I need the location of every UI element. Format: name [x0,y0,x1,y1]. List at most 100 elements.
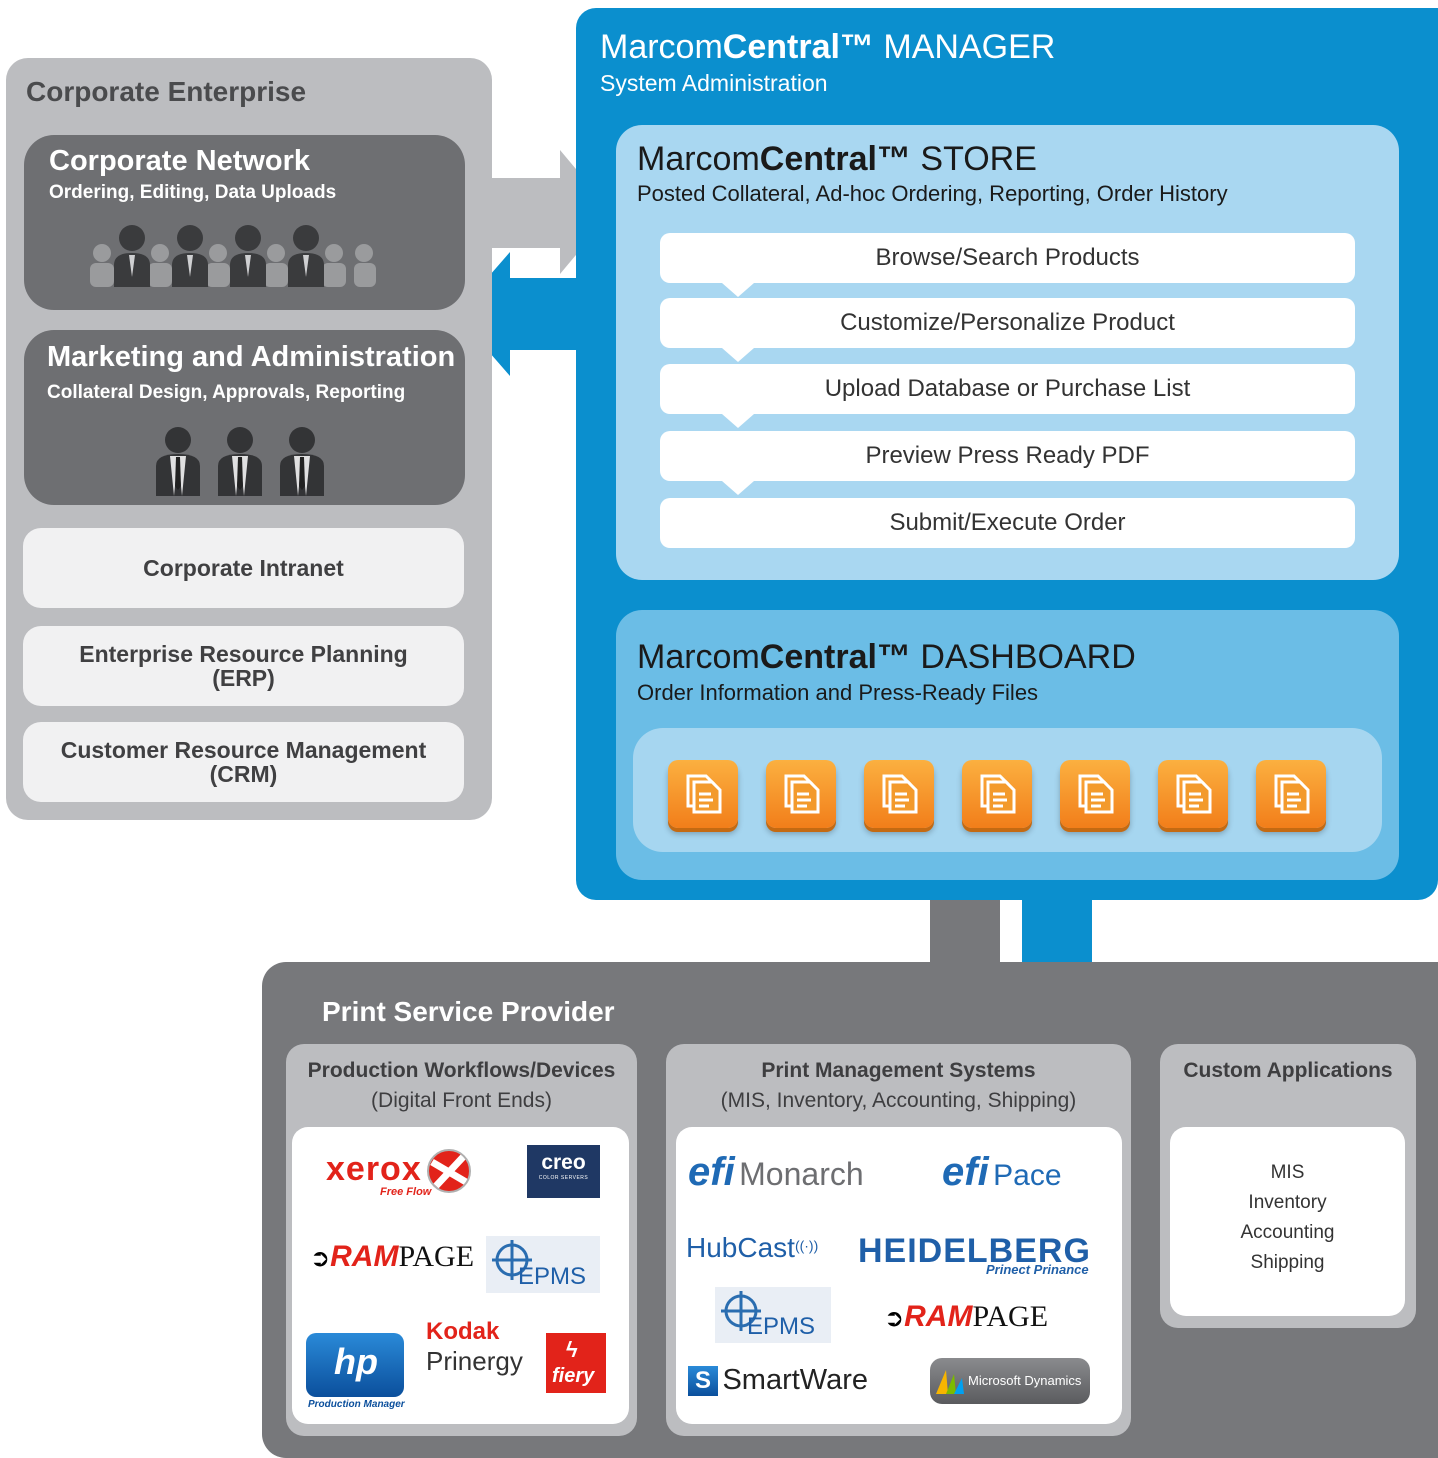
fiery-wordmark: fiery [552,1365,595,1387]
hp-wordmark: hp [334,1341,378,1382]
ms-dynamics-bars-icon [936,1370,964,1394]
step-connector [722,414,754,428]
document-file-icon [766,760,836,828]
document-file-icon [962,760,1032,828]
custom-item: Accounting [1240,1222,1335,1243]
crm-label-line1: Customer Resource Management [60,736,427,763]
xerox-subtitle: Free Flow [380,1186,432,1198]
epms-wordmark: EPMS [747,1313,816,1340]
efi-monarch-logo: efi Monarch [688,1150,864,1195]
dashboard-title: MarcomCentral™ DASHBOARD [637,638,1136,677]
monarch-wordmark: Monarch [739,1156,864,1192]
hubcast-signal-icon: ((·)) [794,1237,819,1254]
production-title: Production Workflows/Devices (Digital Fr… [286,1056,637,1116]
corporate-intranet-label: Corporate Intranet [143,554,344,581]
dashboard-subtitle: Order Information and Press-Ready Files [637,680,1039,705]
document-file-icon [1256,760,1326,828]
epms-logo: EPMS [486,1236,600,1293]
people-group-icon [90,225,376,287]
custom-items-list: MIS Inventory Accounting Shipping [1170,1158,1405,1278]
arrow-manager-to-corp [456,252,600,376]
document-file-icon [668,760,738,828]
marketing-admin-title: Marketing and Administration [47,341,456,373]
custom-items-box [1170,1127,1405,1316]
custom-item: Inventory [1248,1192,1327,1213]
heidelberg-subtitle: Prinect Prinance [986,1262,1089,1277]
xerox-logo: xerox [326,1150,422,1189]
efi-pace-logo: efi Pace [942,1150,1062,1195]
rampage-bold: RAM [330,1240,399,1273]
hubcast-logo: HubCast((·)) [686,1232,818,1264]
xerox-ball-icon [427,1149,471,1193]
custom-item: Shipping [1250,1252,1325,1273]
pace-wordmark: Pace [993,1159,1062,1192]
efi-wordmark: efi [688,1150,735,1194]
heidelberg-wordmark: HEIDELBERG [858,1232,1091,1270]
store-step: Customize/Personalize Product [660,298,1355,348]
corporate-enterprise-title: Corporate Enterprise [26,76,307,107]
ms-dynamics-logo: Microsoft Dynamics [930,1358,1090,1404]
corporate-network-title: Corporate Network [49,145,311,177]
dashboard-brand-light: Marcom [637,638,760,676]
step-connector [722,283,754,297]
rampage-bold: RAM [904,1300,973,1333]
epms-globe-icon [721,1291,761,1331]
pms-title: Print Management Systems (MIS, Inventory… [666,1056,1131,1116]
corporate-intranet-box: Corporate Intranet [23,528,464,608]
rampage-logo: ➲RAMPAGE [884,1300,1048,1334]
custom-title: Custom Applications [1183,1059,1393,1082]
manager-title-suffix: MANAGER [883,28,1056,66]
smartware-s-icon: S [688,1365,718,1396]
manager-title: MarcomCentral™ MANAGER [600,28,1055,67]
store-step: Browse/Search Products [660,233,1355,283]
pms-title-line1: Print Management Systems [761,1059,1036,1082]
corporate-network-subtitle: Ordering, Editing, Data Uploads [49,182,337,203]
smartware-wordmark: SmartWare [722,1364,869,1396]
xerox-wordmark: xerox [326,1150,422,1188]
marketing-admin-box: Marketing and Administration Collateral … [24,330,465,505]
fiery-logo: ϟ fiery [546,1333,606,1393]
step-connector [722,348,754,362]
custom-item: MIS [1270,1162,1305,1183]
epms-globe-icon [492,1240,532,1280]
kodak-wordmark: Kodak [426,1318,500,1345]
pms-title-line2: (MIS, Inventory, Accounting, Shipping) [720,1089,1077,1112]
step-connector [722,481,754,495]
manager-brand-bold: Central™ [722,28,874,66]
store-brand-light: Marcom [637,140,760,178]
crm-label-line2: (CRM) [209,761,278,787]
rampage-logo: ➲RAMPAGE [310,1240,474,1274]
epms-wordmark: EPMS [518,1263,587,1290]
prinergy-wordmark: Prinergy [426,1346,523,1376]
smartware-logo: S SmartWare [688,1364,868,1397]
dashboard-brand-bold: Central™ [759,638,911,676]
erp-label-line2: (ERP) [212,665,275,691]
store-step: Submit/Execute Order [660,498,1355,548]
epms-logo: EPMS [715,1287,831,1343]
creo-logo: creo COLOR SERVERS [527,1145,600,1198]
crm-box: Customer Resource Management (CRM) [23,722,464,802]
marketing-admin-subtitle: Collateral Design, Approvals, Reporting [47,382,406,403]
store-title-suffix: STORE [920,140,1037,178]
store-subtitle: Posted Collateral, Ad-hoc Ordering, Repo… [637,181,1228,206]
rampage-rest: PAGE [398,1240,475,1273]
document-file-icon [1060,760,1130,828]
production-title-line2: (Digital Front Ends) [371,1089,552,1112]
rampage-swirl-icon: ➲ [310,1245,331,1272]
store-step: Upload Database or Purchase List [660,364,1355,414]
hp-logo: hp [306,1333,404,1397]
business-people-icon [156,427,324,496]
manager-brand-light: Marcom [600,28,723,66]
erp-label-line1: Enterprise Resource Planning [79,640,408,667]
rampage-swirl-icon: ➲ [884,1305,905,1332]
manager-subtitle: System Administration [600,70,828,96]
store-title: MarcomCentral™ STORE [637,140,1037,179]
document-file-icon [1158,760,1228,828]
psp-title: Print Service Provider [322,996,615,1027]
store-step: Preview Press Ready PDF [660,431,1355,481]
corporate-network-box: Corporate Network Ordering, Editing, Dat… [24,135,465,310]
rampage-rest: PAGE [972,1300,1049,1333]
efi-wordmark: efi [942,1150,989,1194]
ms-dynamics-wordmark: Microsoft Dynamics [968,1373,1082,1388]
creo-wordmark: creo [541,1151,586,1174]
